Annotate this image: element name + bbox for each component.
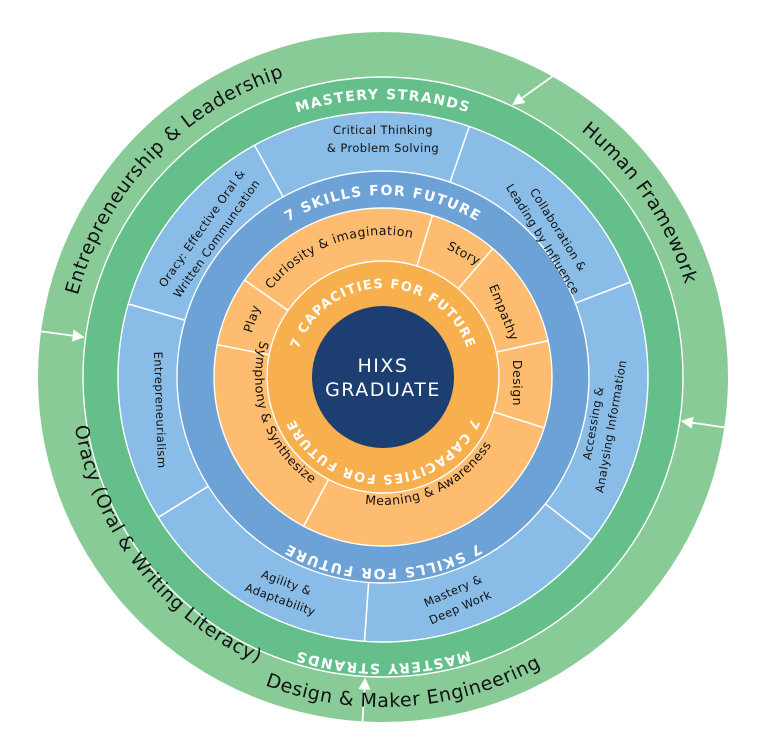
capacities-ring-divider — [302, 479, 330, 527]
arrow-shaft — [361, 689, 366, 722]
core-line-2: GRADUATE — [325, 379, 441, 401]
segment-dividers — [128, 126, 631, 642]
skills-ring-divider — [157, 485, 209, 519]
skills-ring-divider — [544, 503, 593, 541]
skills-ring-divider — [575, 281, 631, 304]
capacities-ring-divider — [457, 247, 494, 290]
core-circle — [312, 306, 454, 448]
capacities-ring-divider — [496, 339, 549, 353]
skill-entrepreneurialism: Entrepreneurialism — [151, 351, 169, 468]
capacities-ring-divider — [244, 279, 289, 312]
capacities-ring-divider — [216, 343, 270, 356]
capacities-ring-divider — [416, 215, 434, 267]
skills-ring-divider — [449, 126, 471, 183]
core-label: HIXS GRADUATE — [325, 355, 441, 401]
arrow-shaft — [40, 330, 73, 337]
arrow-head-icon — [512, 93, 526, 106]
skills-ring-divider — [363, 582, 370, 642]
skill-critical-thinking: Critical Thinking & Problem Solving — [327, 123, 439, 155]
arrow-head-icon — [358, 677, 371, 690]
capacities-ring-divider — [493, 411, 545, 429]
arrow-shaft — [692, 421, 725, 429]
skill-line: Critical Thinking — [333, 123, 433, 137]
outer-ring-arrows — [40, 75, 725, 722]
ring-fills — [38, 32, 728, 722]
skills-ring-divider — [128, 303, 186, 321]
capacity-design: Design — [510, 360, 525, 406]
arrow-shaft — [521, 75, 553, 99]
core-line-1: HIXS — [358, 355, 409, 377]
skill-line: & Problem Solving — [327, 141, 439, 155]
skill-line: Entrepreneurialism — [151, 351, 169, 468]
arrow-head-icon — [71, 329, 85, 342]
arrow-head-icon — [680, 416, 694, 429]
skills-ring-divider — [253, 144, 284, 198]
